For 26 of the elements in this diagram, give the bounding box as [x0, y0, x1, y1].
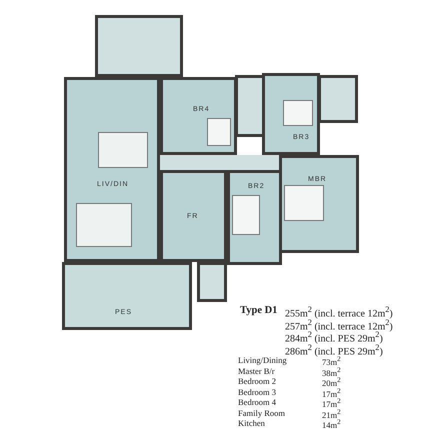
room-area: 73m$^{2}$ — [322, 355, 341, 367]
room-area: 20m$^{2}$ — [322, 376, 341, 388]
bathroom — [235, 75, 265, 137]
terrace — [62, 262, 192, 330]
room-name: Bedroom 2 — [238, 376, 276, 386]
room-area: 17m$^{2}$ — [322, 386, 341, 398]
room-name: Bedroom 4 — [238, 397, 276, 407]
kitchen — [95, 15, 183, 77]
room-name: Bedroom 3 — [238, 386, 276, 396]
area-line: 284m$^{2}$ (incl. PES 29m$^{2}$) — [285, 330, 383, 344]
room-area: 17m$^{2}$ — [322, 397, 341, 409]
room-name: Kitchen — [238, 418, 265, 428]
room-name: Family Room — [238, 408, 285, 418]
bathroom — [197, 262, 227, 302]
room — [160, 170, 227, 262]
bathroom — [318, 75, 358, 123]
room-name: Master B/r — [238, 366, 275, 376]
room-area: 14m$^{2}$ — [322, 418, 341, 429]
type-heading: Type D1 — [240, 305, 278, 316]
area-line: 257m$^{2}$ (incl. terrace 12m$^{2}$) — [285, 318, 393, 332]
area-line: 286m$^{2}$ (incl. PES 29m$^{2}$) — [285, 342, 383, 357]
room-area: 38m$^{2}$ — [322, 366, 341, 378]
room-area: 21m$^{2}$ — [322, 408, 341, 420]
room-name: Living/Dining — [238, 355, 287, 365]
hallway — [160, 155, 279, 170]
area-line: 255m$^{2}$ (incl. terrace 12m$^{2}$) — [285, 305, 393, 320]
